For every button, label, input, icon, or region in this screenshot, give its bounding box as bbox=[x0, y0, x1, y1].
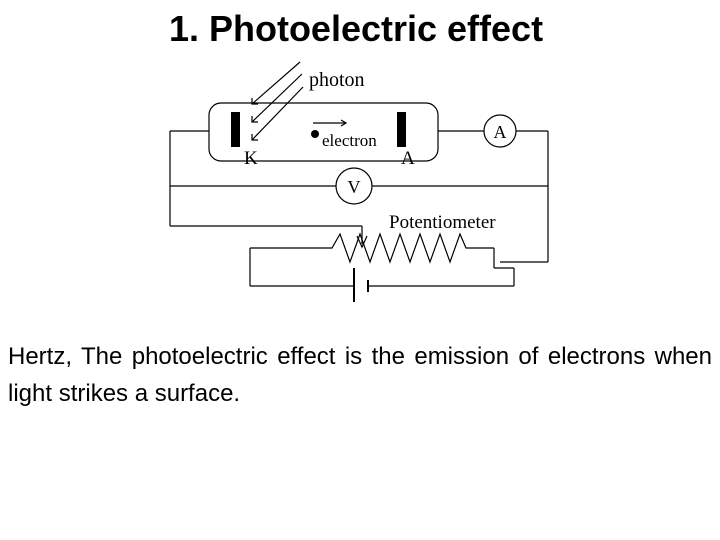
electron-dot bbox=[311, 130, 319, 138]
photocell-tube bbox=[208, 102, 439, 162]
body-paragraph: Hertz, The photoelectric effect is the e… bbox=[8, 343, 712, 407]
anode-label: A bbox=[401, 148, 415, 169]
cathode-plate bbox=[231, 112, 240, 147]
photon-arrowhead-3 bbox=[251, 134, 258, 141]
voltmeter bbox=[335, 167, 373, 205]
electron-arrowhead bbox=[340, 119, 348, 127]
photon-label: photon bbox=[309, 69, 365, 91]
photon-ray-1 bbox=[251, 61, 301, 105]
cathode-label: K bbox=[244, 148, 258, 169]
potentiometer-wiper-arrow bbox=[356, 235, 368, 249]
potentiometer-label: Potentiometer bbox=[389, 212, 496, 233]
ammeter-label: A bbox=[494, 122, 507, 142]
slide-title: 1. Photoelectric effect bbox=[168, 8, 544, 49]
potentiometer-resistor bbox=[318, 232, 494, 264]
electron-label: electron bbox=[322, 131, 377, 150]
ammeter bbox=[483, 114, 517, 148]
photon-arrowhead-1 bbox=[251, 98, 258, 105]
photon-arrowhead-2 bbox=[251, 116, 258, 123]
anode-plate bbox=[397, 112, 406, 147]
voltmeter-label: V bbox=[348, 177, 361, 197]
photon-ray-3 bbox=[251, 86, 304, 141]
photon-ray-2 bbox=[251, 73, 303, 123]
